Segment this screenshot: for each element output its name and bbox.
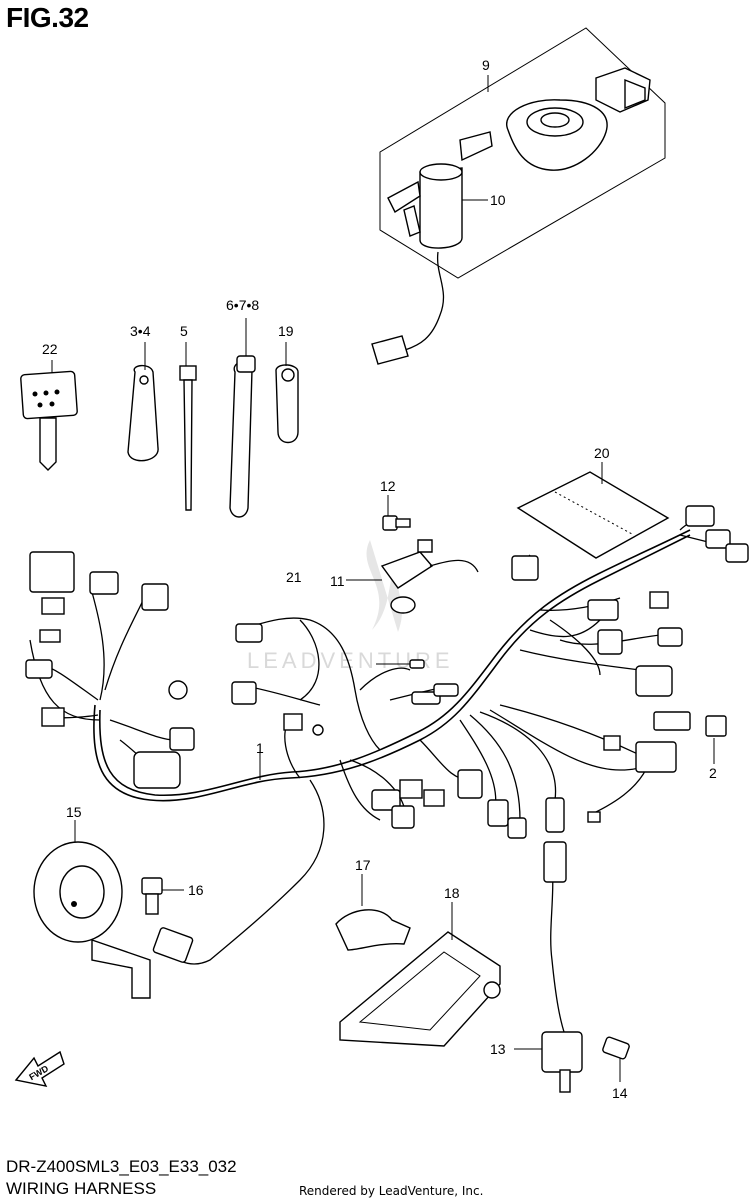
callout-20: 20 — [594, 445, 610, 461]
callout-9: 9 — [482, 57, 490, 73]
sensor-13 — [514, 841, 583, 1093]
ignition-switch — [371, 131, 493, 365]
bracket-18 — [339, 902, 501, 1047]
bolt-14 — [602, 1036, 630, 1082]
callout-19: 19 — [278, 323, 294, 339]
horn-connector — [152, 927, 194, 963]
harness-connectors — [25, 505, 749, 839]
cover-17 — [335, 874, 411, 951]
bolt-12 — [382, 495, 411, 531]
seat-lock-cylinder — [595, 67, 651, 113]
main-wiring-harness — [29, 514, 741, 965]
bolt-16 — [141, 877, 184, 915]
callout-11: 11 — [330, 573, 345, 589]
callout-6-7-8: 6•7•8 — [226, 297, 259, 313]
cable-tie — [179, 342, 197, 511]
diagram-code: DR-Z400SML3_E03_E33_032 — [6, 1157, 237, 1176]
callout-3-4: 3•4 — [130, 323, 151, 339]
wiring-label-sheet — [516, 462, 670, 559]
callout-1: 1 — [256, 740, 264, 756]
fuel-cap — [506, 99, 608, 171]
callout-14: 14 — [612, 1085, 628, 1101]
render-credit: Rendered by LeadVenture, Inc. — [299, 1184, 484, 1198]
callout-10: 10 — [490, 192, 506, 208]
switch-11 — [346, 539, 479, 614]
ignition-lock-set-group — [371, 27, 666, 365]
key-blank — [20, 360, 78, 471]
horn — [33, 820, 151, 999]
callout-17: 17 — [355, 857, 371, 873]
callout-labels: 9 10 22 3•4 5 6•7•8 19 20 12 11 21 1 2 1… — [42, 57, 717, 1101]
callout-21: 21 — [286, 569, 302, 585]
callout-12: 12 — [380, 478, 396, 494]
callout-15: 15 — [66, 804, 82, 820]
callout-22: 22 — [42, 341, 58, 357]
figure-title: FIG.32 — [6, 2, 89, 33]
wire-clamp — [127, 342, 159, 462]
callout-13: 13 — [490, 1041, 506, 1057]
band-clamp — [229, 318, 256, 518]
harness-clip — [275, 342, 299, 444]
fwd-arrow: FWD — [14, 1050, 65, 1087]
diagram-subtitle: WIRING HARNESS — [6, 1179, 157, 1198]
callout-18: 18 — [444, 885, 460, 901]
callout-16: 16 — [188, 882, 204, 898]
callout-2: 2 — [709, 765, 717, 781]
callout-5: 5 — [180, 323, 188, 339]
